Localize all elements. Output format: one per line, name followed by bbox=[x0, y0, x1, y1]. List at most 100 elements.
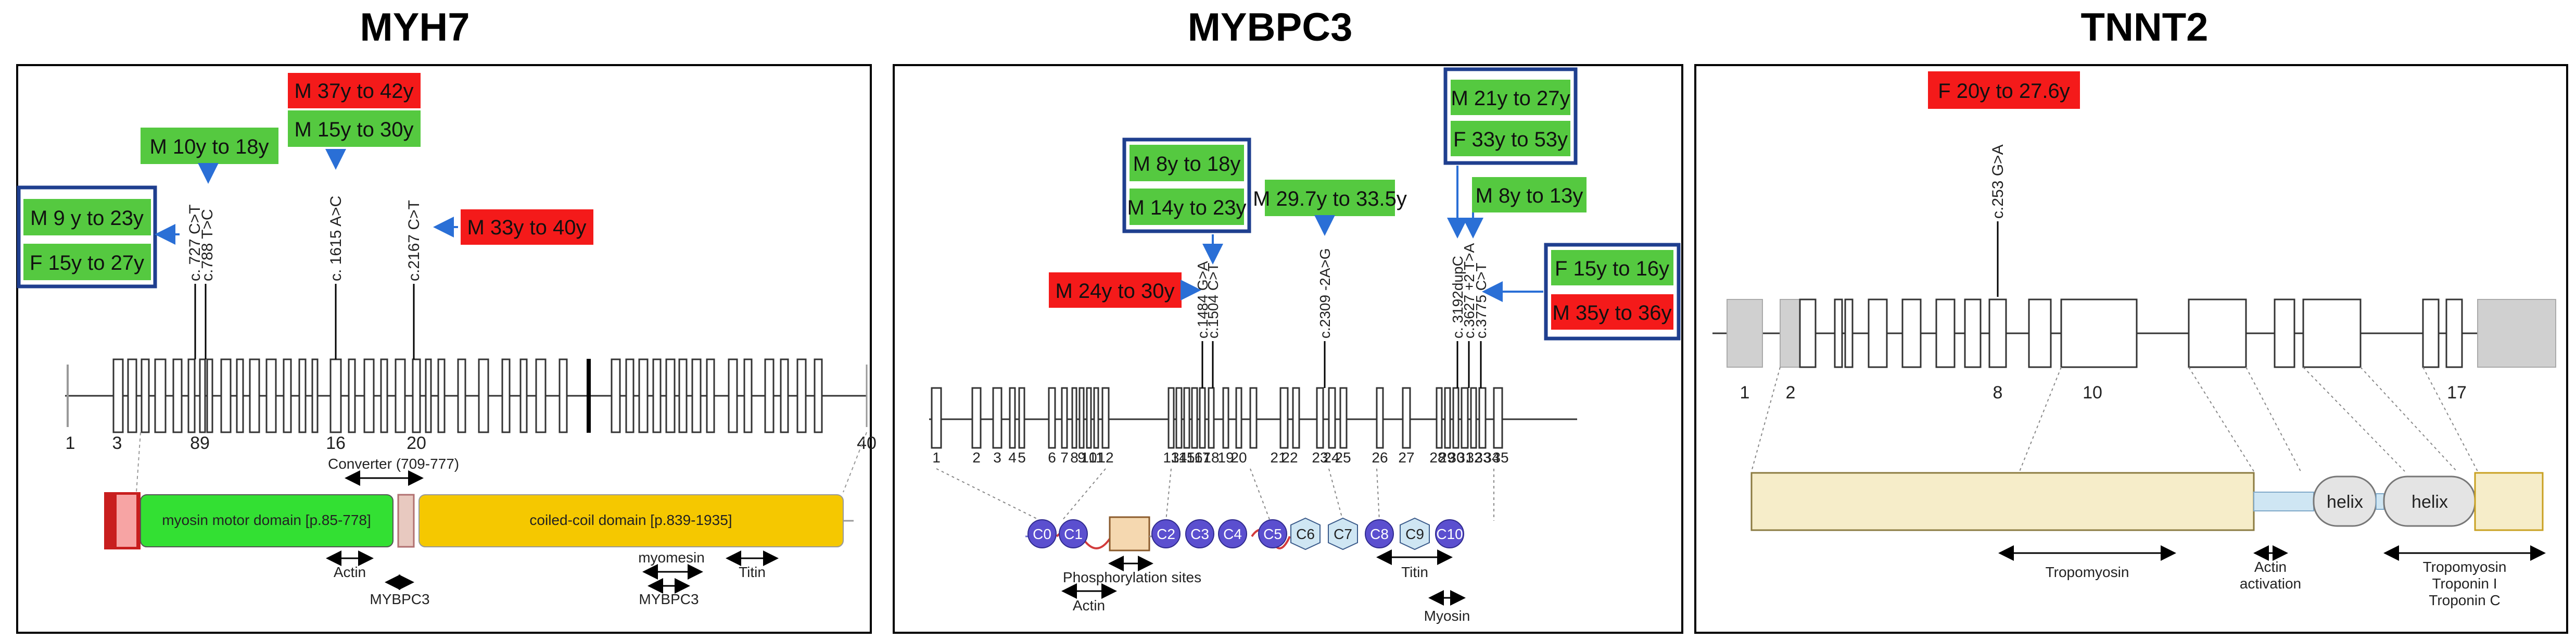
tnnt2-n-terminal-region bbox=[1750, 472, 2255, 531]
patient-tag-label: M 10y to 18y bbox=[149, 135, 269, 158]
exon-label: 1 bbox=[932, 449, 941, 466]
domain-label: C5 bbox=[1263, 526, 1282, 542]
exon-label: 1 bbox=[1740, 383, 1750, 403]
exon-label: 12 bbox=[1097, 449, 1113, 466]
exon-label: 8 bbox=[1993, 383, 2003, 403]
annotation-actin: Actin bbox=[334, 564, 366, 580]
domain-c10 bbox=[1435, 519, 1464, 548]
annotation-titin: Titin bbox=[1401, 564, 1428, 580]
annotation-converter: Converter (709-777) bbox=[328, 456, 459, 472]
domain-label: C1 bbox=[1064, 526, 1083, 542]
exon-label: 1 bbox=[66, 433, 75, 453]
patient-tag bbox=[1451, 121, 1570, 156]
patient-tag bbox=[1451, 80, 1570, 115]
exon-label: 14 bbox=[1171, 449, 1187, 466]
mybpc3-exon-labels: 1 2 3 4 5 6 7 8 9 10 11 12 13 14 15 16 1… bbox=[932, 449, 1508, 466]
patient-tag bbox=[288, 110, 421, 147]
annotation-tropomyosin: Tropomyosin bbox=[2423, 559, 2507, 575]
mybpc3-guide-lines bbox=[936, 468, 1494, 521]
patient-tag bbox=[1265, 180, 1395, 216]
exon-label: 2 bbox=[1786, 383, 1796, 403]
annotation-titin: Titin bbox=[739, 564, 766, 580]
domain-c5 bbox=[1258, 519, 1287, 548]
myosin-motor-domain bbox=[140, 494, 394, 547]
exon-label: 29 bbox=[1439, 449, 1455, 466]
domain-c4 bbox=[1218, 519, 1247, 548]
patient-tag bbox=[1551, 294, 1673, 330]
exon-label: 40 bbox=[857, 433, 877, 453]
variant-label: c.253 G>A bbox=[1989, 144, 2007, 219]
exon-label: 26 bbox=[1372, 449, 1388, 466]
exon-label: 27 bbox=[1398, 449, 1414, 466]
patient-tag-label: F 20y to 27.6y bbox=[1938, 80, 2070, 103]
patient-tag bbox=[1472, 177, 1587, 212]
exon-label: 7 bbox=[1060, 449, 1069, 466]
domain-label: C6 bbox=[1296, 526, 1315, 542]
exon-label: 5 bbox=[1018, 449, 1026, 466]
domain-label: C10 bbox=[1436, 526, 1463, 542]
domain-label: C4 bbox=[1223, 526, 1242, 542]
domain-label: helix bbox=[2412, 492, 2448, 512]
patient-tag-label: M 29.7y to 33.5y bbox=[1253, 187, 1407, 210]
variant-label: c.1504 C>T bbox=[1205, 262, 1221, 339]
patient-tag bbox=[141, 128, 278, 164]
exon-label: 4 bbox=[1008, 449, 1017, 466]
patient-tag-label: F 15y to 27y bbox=[30, 252, 144, 274]
exon-label: 25 bbox=[1335, 449, 1351, 466]
tnnt2-linker bbox=[2253, 492, 2314, 511]
patient-tag-label: M 33y to 40y bbox=[467, 216, 586, 239]
exon-label: 3 bbox=[993, 449, 1001, 466]
exon-label: 11 bbox=[1088, 449, 1103, 466]
guide-line bbox=[136, 432, 141, 493]
domain-label: C0 bbox=[1033, 526, 1051, 542]
exon-label: 10 bbox=[2083, 383, 2102, 403]
exon-label: 28 bbox=[1429, 449, 1445, 466]
exon-label: 3 bbox=[112, 433, 122, 453]
exon-label: 23 bbox=[1312, 449, 1328, 466]
domain-label: C9 bbox=[1405, 526, 1424, 542]
annotation-actin: Actin bbox=[2254, 559, 2287, 575]
domain-label: C7 bbox=[1334, 526, 1352, 542]
patient-group-frame bbox=[1544, 243, 1681, 341]
myh7-gene-structure bbox=[65, 358, 868, 433]
exon-label: 17 bbox=[2447, 383, 2467, 403]
exon-label: 34 bbox=[1483, 449, 1500, 466]
tnnt2-c-terminal-region bbox=[2474, 472, 2544, 531]
exon-label: 20 bbox=[1230, 449, 1247, 466]
exon-label: 13 bbox=[1163, 449, 1179, 466]
patient-tag bbox=[1928, 71, 2080, 109]
patient-tag-label: M 35y to 36y bbox=[1552, 302, 1671, 324]
guide-line bbox=[843, 432, 867, 493]
variant-label: c. 727 C>T bbox=[186, 204, 204, 281]
variant-label: c. 1615 A>C bbox=[327, 196, 345, 281]
domain-c6 bbox=[1290, 517, 1321, 550]
annotation-actin: Actin bbox=[1073, 597, 1105, 613]
annotation-mybpc3: MYBPC3 bbox=[639, 591, 699, 607]
domain-c8 bbox=[1365, 519, 1394, 548]
panel-frame-myh7 bbox=[16, 64, 872, 634]
tnnt2-guide-lines bbox=[1751, 367, 2478, 472]
patient-tag bbox=[23, 199, 151, 235]
annotation-mybpc3: MYBPC3 bbox=[370, 591, 429, 607]
title-myh7: MYH7 bbox=[360, 5, 469, 49]
patient-tag bbox=[1130, 189, 1244, 225]
variant-label: c.788 T>C bbox=[199, 209, 216, 281]
variant-label: c.3775 C>T bbox=[1473, 262, 1489, 339]
domain-c2 bbox=[1151, 519, 1181, 548]
variant-label: c. 3192dupC bbox=[1450, 256, 1466, 339]
domain-label: helix bbox=[2327, 492, 2363, 512]
patient-tag-label: M 8y to 18y bbox=[1133, 153, 1241, 176]
annotation-phosphorylation-sites: Phosphorylation sites bbox=[1063, 569, 1201, 585]
patient-tag-label: M 37y to 42y bbox=[294, 80, 413, 103]
tnnt2-gene-structure bbox=[1712, 298, 2556, 368]
domain-c0 bbox=[1027, 519, 1057, 548]
domain-label: C2 bbox=[1157, 526, 1175, 542]
exon-label: 30 bbox=[1448, 449, 1464, 466]
patient-tag bbox=[288, 73, 421, 108]
exon-label: 15 bbox=[1178, 449, 1195, 466]
patient-tag-label: M 14y to 23y bbox=[1127, 196, 1246, 219]
patient-tag-label: F 33y to 53y bbox=[1453, 128, 1568, 151]
patient-tag-label: M 9 y to 23y bbox=[30, 207, 144, 230]
variant-label: c.2309 -2A>G bbox=[1317, 248, 1333, 339]
annotation-troponin-i: Troponin I bbox=[2432, 575, 2497, 592]
